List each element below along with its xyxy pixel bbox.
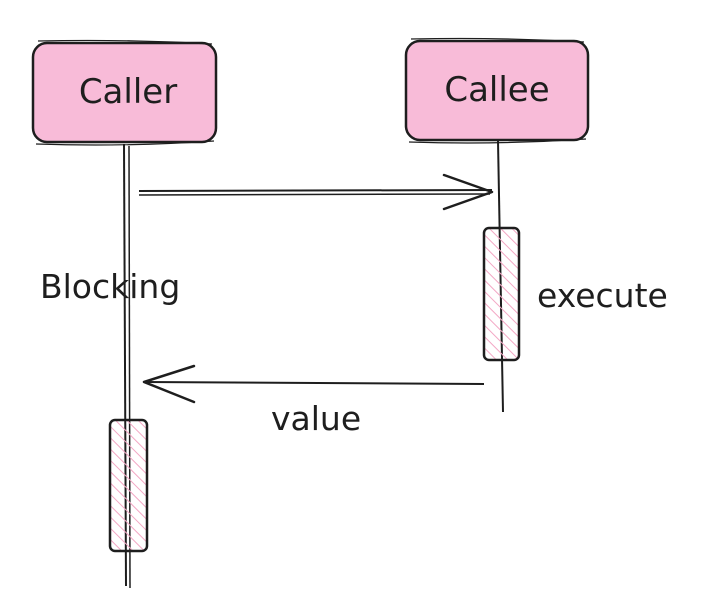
note-caller-blocking: Blocking — [40, 267, 180, 306]
note-callee-execute: execute — [537, 276, 668, 315]
message-return-arrow — [142, 364, 485, 404]
message-request-arrow — [138, 173, 494, 211]
activation-caller — [108, 418, 149, 553]
activation-callee — [482, 226, 521, 362]
actor-callee-label: Callee — [444, 70, 549, 110]
actor-callee: Callee — [404, 37, 590, 144]
message-return-label: value — [271, 399, 361, 438]
actor-caller: Caller — [31, 39, 218, 146]
actor-caller-label: Caller — [79, 72, 177, 112]
